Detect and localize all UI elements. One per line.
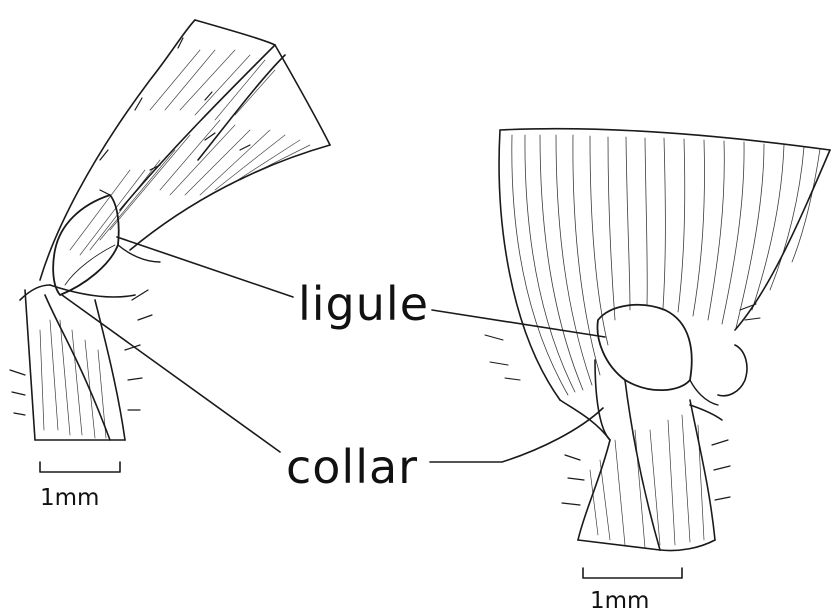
ligule-label: ligule xyxy=(298,277,429,331)
right-grass-specimen xyxy=(485,129,830,578)
ligule-leader-left xyxy=(117,237,293,297)
left-sheath xyxy=(20,285,135,440)
right-ligule-shape xyxy=(597,305,691,390)
right-sheath xyxy=(560,360,722,551)
left-blade-hairs xyxy=(100,38,250,195)
right-blade-hairs xyxy=(485,304,760,380)
right-blade-veins xyxy=(512,135,820,395)
right-sheath-hatching xyxy=(590,415,704,548)
scale-label-right: 1mm xyxy=(590,588,649,613)
ligule-leader-right xyxy=(432,310,605,337)
leader-lines xyxy=(62,237,605,462)
collar-leader-left xyxy=(62,295,280,452)
collar-label: collar xyxy=(286,440,418,494)
scale-label-left: 1mm xyxy=(40,485,99,511)
left-ligule-shape xyxy=(53,195,119,295)
left-scale-bar xyxy=(40,462,120,472)
left-leaf-blade xyxy=(40,20,330,280)
collar-leader-right xyxy=(430,408,603,462)
right-scale-bar xyxy=(583,568,682,578)
left-grass-specimen xyxy=(10,20,330,472)
left-sheath-hatching xyxy=(40,320,106,438)
